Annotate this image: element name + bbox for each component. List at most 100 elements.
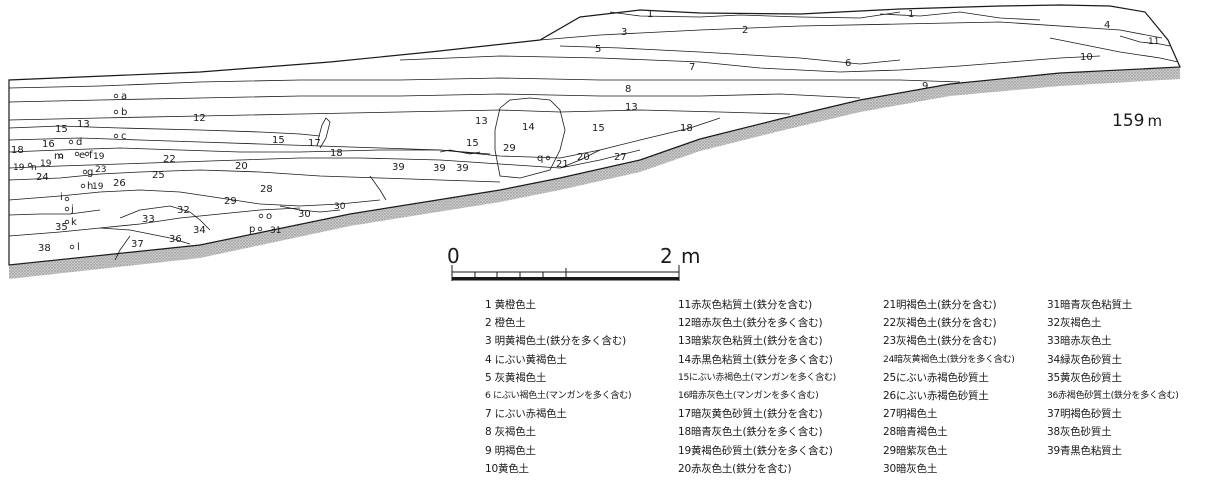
layer-label: 19 — [40, 159, 52, 169]
layer-label: 15 — [55, 124, 68, 135]
layer-label: 29 — [503, 143, 516, 154]
layer-label: 2 — [742, 25, 748, 36]
legend-column: 31暗青灰色粘質土 32灰褐色土 33暗赤灰色土 34緑灰色砂質土 35黄灰色砂… — [1047, 296, 1179, 460]
sample-point-marker — [69, 244, 75, 250]
legend-item: 25にぶい赤褐色砂質土 — [883, 371, 989, 384]
scale-bar: 0 2 m — [447, 244, 700, 281]
legend-item: 18暗青灰色土(鉄分を多く含む) — [678, 426, 823, 439]
layer-label: 5 — [595, 44, 601, 55]
sample-label: m — [54, 151, 64, 162]
sample-label: i — [60, 192, 63, 203]
legend-item: 37明褐色砂質土 — [1047, 408, 1122, 421]
legend-item: 28暗青褐色土 — [883, 426, 948, 439]
sample-point-marker — [113, 109, 119, 115]
layer-label: 18 — [330, 148, 343, 159]
legend-item: 39青黒色粘質土 — [1047, 444, 1122, 457]
legend-item: 29暗紫灰色土 — [883, 444, 948, 457]
legend-item: 31暗青灰色粘質土 — [1047, 299, 1133, 311]
layer-label: 38 — [38, 243, 51, 254]
legend-item: 19黄褐色砂質土(鉄分を多く含む) — [678, 444, 833, 457]
layer-label: 17 — [308, 138, 321, 149]
sample-point-marker — [64, 206, 70, 212]
layer-label: 22 — [163, 154, 176, 165]
legend-item: 21明褐色土(鉄分を含む) — [883, 299, 997, 311]
layer-label: 31 — [270, 226, 281, 236]
layer-label: 32 — [177, 205, 190, 216]
elevation-value: 159 — [1112, 111, 1144, 131]
layer-label: 33 — [142, 214, 155, 225]
sample-label: f — [89, 150, 93, 161]
legend-column: 21明褐色土(鉄分を含む) 22灰褐色土(鉄分を含む) 23灰褐色土(鉄分を含む… — [883, 296, 1015, 478]
sample-point-marker — [74, 151, 80, 157]
soil-section-diagram: 1 1 2 3 4 5 6 7 8 9 10 11 12 13 13 13 14… — [8, 4, 1181, 281]
layer-label: 13 — [77, 119, 90, 130]
legend-item: 12暗赤灰色土(鉄分を多く含む) — [678, 317, 823, 330]
layer-label: 6 — [845, 58, 851, 69]
layer-label: 10 — [1080, 52, 1093, 63]
legend-item: 13暗紫灰色粘質土(鉄分を含む) — [678, 335, 823, 348]
layer-label: 18 — [11, 145, 24, 156]
layer-label: 19 — [93, 152, 105, 162]
layer-label: 27 — [614, 152, 627, 163]
layer-label: 9 — [922, 81, 928, 92]
legend-column: 11赤灰色粘質土(鉄分を含む) 12暗赤灰色土(鉄分を多く含む) 13暗紫灰色粘… — [678, 296, 836, 478]
layer-label: 15 — [466, 138, 479, 149]
legend-item: 5 灰黄褐色土 — [485, 371, 547, 384]
scale-unit-label: m — [681, 244, 700, 268]
legend-item: 6 にぶい褐色土(マンガンを多く含む) — [485, 389, 632, 401]
layer-label: 3 — [621, 27, 627, 38]
legend-item: 1 黄橙色土 — [485, 299, 536, 311]
legend-item: 20赤灰色土(鉄分を含む) — [678, 462, 792, 475]
sample-label: q — [537, 153, 543, 164]
legend-item: 17暗灰黄色砂質土(鉄分を含む) — [678, 408, 823, 421]
scale-end-label: 2 — [660, 244, 673, 268]
sample-point-marker — [258, 213, 264, 219]
legend-item: 24暗灰黄褐色土(鉄分を多く含む) — [883, 353, 1015, 365]
sample-point-marker — [84, 151, 90, 157]
sample-label: a — [121, 91, 127, 102]
layer-label: 37 — [131, 239, 144, 250]
sample-label: j — [70, 204, 74, 215]
layer-label: 12 — [193, 113, 206, 124]
legend-item: 27明褐色土 — [883, 408, 938, 421]
legend-item: 14赤黒色粘質土(鉄分を多く含む) — [678, 353, 833, 366]
layer-label: 28 — [260, 184, 273, 195]
legend-item: 35黄灰色砂質土 — [1047, 371, 1122, 384]
layer-label: 21 — [556, 159, 569, 170]
sample-point-labels: a b c d e f g h i j k l m n o p q — [31, 91, 543, 253]
layer-label: 39 — [433, 163, 446, 174]
layer-label: 25 — [152, 170, 165, 181]
legend-item: 16暗赤灰色土(マンガンを多く含む) — [678, 389, 819, 401]
legend-column: 1 黄橙色土 2 橙色土 3 明黄褐色土(鉄分を多く含む) 4 にぶい黄褐色土 … — [485, 296, 632, 478]
sample-point-marker — [27, 162, 33, 168]
sample-points — [27, 93, 551, 250]
layer-label: 19 — [13, 163, 25, 173]
sample-label: e — [79, 150, 85, 161]
sample-label: g — [87, 167, 93, 178]
legend-item: 33暗赤灰色土 — [1047, 335, 1112, 348]
sample-point-marker — [64, 219, 70, 225]
legend-item: 38灰色砂質土 — [1047, 426, 1112, 439]
scale-start-label: 0 — [447, 244, 460, 268]
layer-label: 1 — [647, 9, 653, 20]
sample-point-marker — [68, 139, 74, 145]
sample-label: l — [77, 242, 80, 253]
layer-label: 18 — [680, 123, 693, 134]
legend-item: 22灰褐色土(鉄分を含む) — [883, 317, 997, 330]
layer-label: 24 — [36, 172, 49, 183]
legend-item: 11赤灰色粘質土(鉄分を含む) — [678, 299, 813, 311]
legend-item: 32灰褐色土 — [1047, 317, 1102, 330]
legend-item: 34緑灰色砂質土 — [1047, 353, 1122, 366]
stratum-boundaries — [8, 11, 1179, 261]
layer-label: 15 — [272, 135, 285, 146]
legend-item: 7 にぶい赤褐色土 — [485, 408, 567, 421]
layer-label: 7 — [689, 62, 695, 73]
layer-labels: 1 1 2 3 4 5 6 7 8 9 10 11 12 13 13 13 14… — [11, 9, 1159, 254]
sample-label: b — [121, 107, 127, 118]
soil-legend: 1 黄橙色土 2 橙色土 3 明黄褐色土(鉄分を多く含む) 4 にぶい黄褐色土 … — [485, 296, 1230, 484]
layer-label: 14 — [522, 122, 535, 133]
sample-point-marker — [257, 226, 263, 232]
layer-label: 35 — [55, 222, 68, 233]
layer-label: 39 — [456, 163, 469, 174]
